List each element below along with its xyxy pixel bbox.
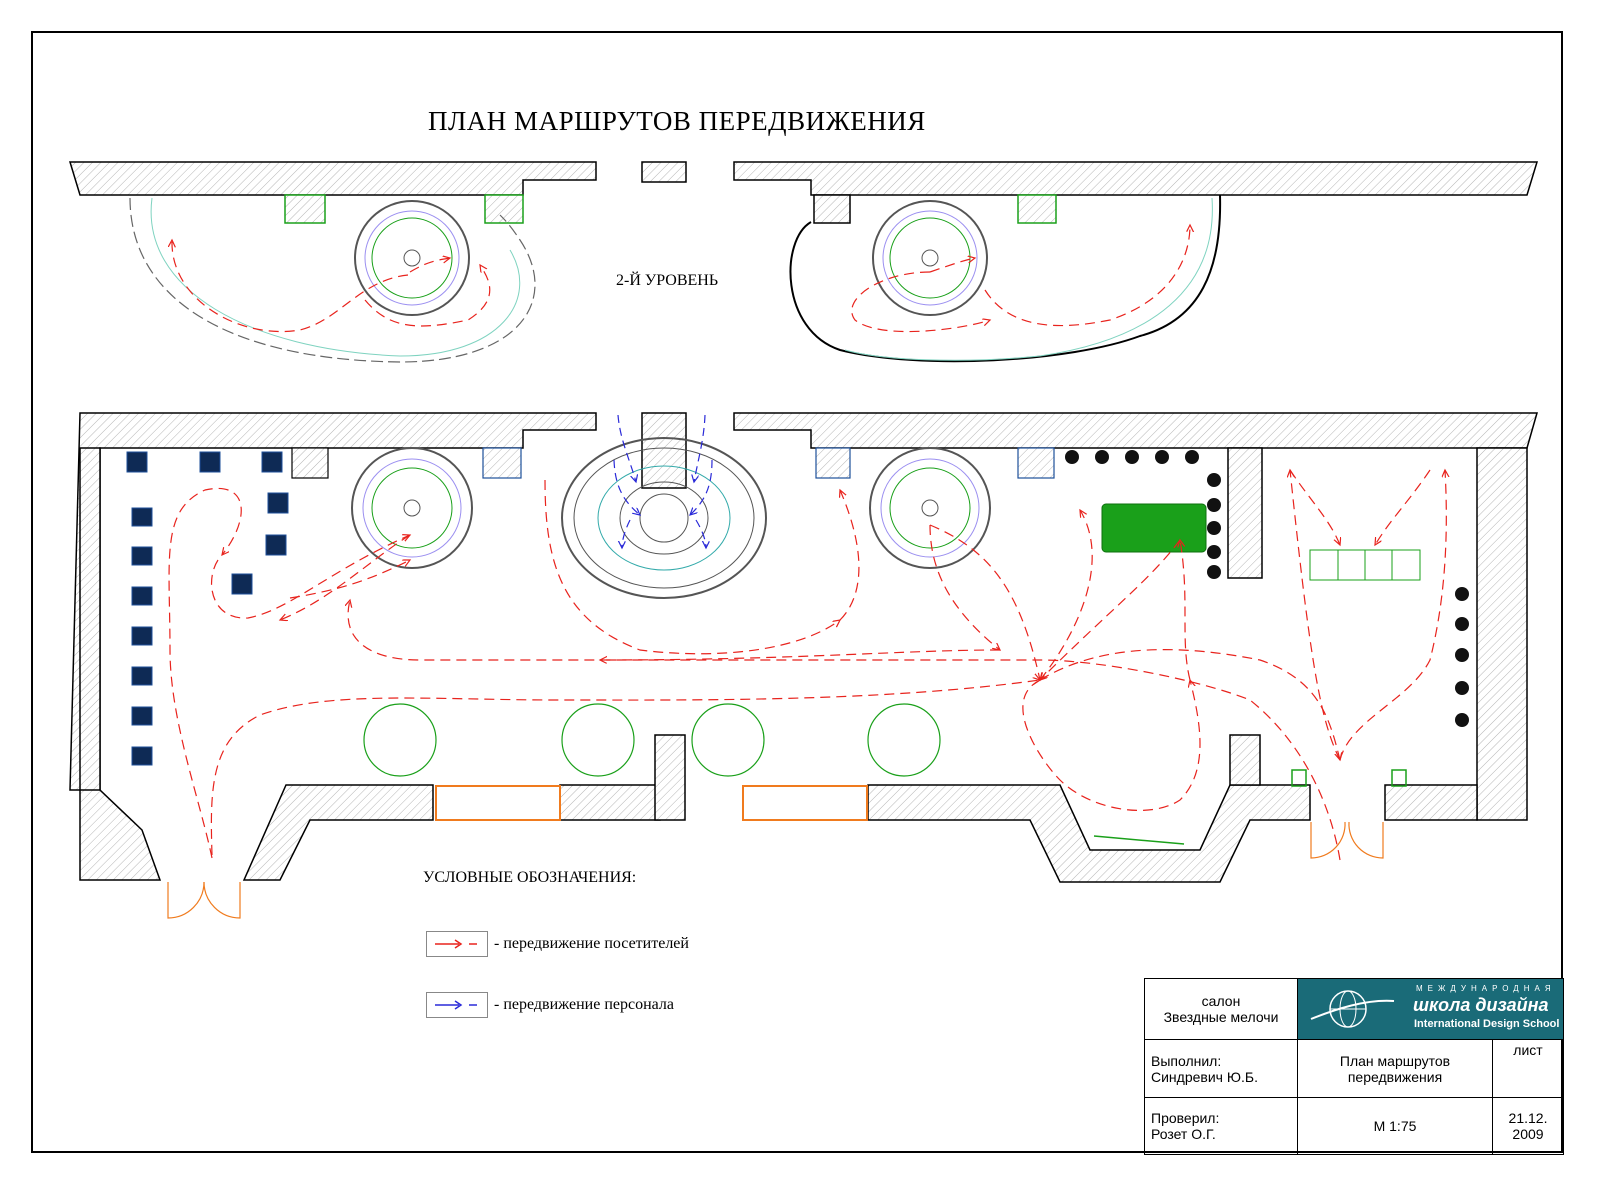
- made-by-cell: Выполнил: Синдревич Ю.Б.: [1144, 1039, 1298, 1098]
- salon-line-2: Звездные мелочи: [1163, 1009, 1279, 1025]
- salon-cell: салон Звездные мелочи: [1144, 978, 1298, 1040]
- upper-left-mezzanine-outline: [129, 197, 536, 363]
- logo-english-text: International Design School: [1414, 1018, 1560, 1030]
- second-level-label: 2-Й УРОВЕНЬ: [616, 272, 719, 289]
- counter-desk: [1101, 503, 1207, 553]
- sheet-title-2: передвижения: [1347, 1068, 1443, 1085]
- legend-item-visitors: - передвижение посетителей: [426, 930, 689, 958]
- scale-cell: М 1:75: [1297, 1097, 1493, 1155]
- sheet-number-cell: лист: [1492, 1039, 1564, 1098]
- legend-label-staff: - передвижение персонала: [494, 996, 674, 1013]
- checked-by-label: Проверил:: [1151, 1110, 1220, 1126]
- main-staircase-left: [351, 447, 473, 569]
- visitor-route-swatch: [426, 931, 488, 957]
- fitting-booths: [1309, 549, 1421, 581]
- upper-level-walls: [68, 161, 1539, 224]
- sheet-title-cell: План маршрутов передвижения: [1297, 1039, 1493, 1098]
- staff-route-swatch: [426, 992, 488, 1018]
- made-by-name: Синдревич Ю.Б.: [1151, 1068, 1258, 1085]
- entrance-windows: [435, 785, 868, 821]
- date-cell: 21.12. 2009: [1492, 1097, 1564, 1155]
- display-stands-left: [126, 451, 289, 766]
- globe-icon: [1310, 990, 1395, 1028]
- title-block: салон Звездные мелочи МЕЖДУНАРОДНАЯ школ…: [1144, 978, 1564, 1155]
- made-by-label: Выполнил:: [1151, 1052, 1222, 1069]
- staff-routes: [613, 414, 713, 548]
- legend-item-staff: - передвижение персонала: [426, 991, 674, 1019]
- date-line-1: 21.12.: [1508, 1110, 1548, 1126]
- logo-main-text: школа дизайна: [1413, 995, 1549, 1015]
- plan-title: ПЛАН МАРШРУТОВ ПЕРЕДВИЖЕНИЯ: [428, 106, 926, 136]
- sheet-title-1: План маршрутов: [1339, 1052, 1451, 1069]
- visitor-routes-main: [168, 470, 1446, 861]
- legend-title: УСЛОВНЫЕ ОБОЗНАЧЕНИЯ:: [423, 869, 637, 886]
- entrance-doors: [167, 821, 1384, 919]
- scale-value: М 1:75: [1373, 1118, 1417, 1134]
- drawing-frame: [31, 31, 1563, 1153]
- checked-by-cell: Проверил: Розет О.Г.: [1144, 1097, 1298, 1155]
- upper-staircase-left: [354, 200, 470, 316]
- restroom-icons: [1093, 769, 1407, 845]
- upper-visitor-routes: [172, 225, 1190, 333]
- central-round-podium: [561, 437, 767, 599]
- school-logo: МЕЖДУНАРОДНАЯ школа дизайна Internationa…: [1297, 978, 1564, 1040]
- date-line-2: 2009: [1512, 1126, 1544, 1142]
- salon-line-1: салон: [1201, 993, 1241, 1009]
- sheet-label: лист: [1513, 1042, 1543, 1058]
- legend-label-visitors: - передвижение посетителей: [494, 935, 689, 952]
- upper-right-mezzanine-outline: [789, 194, 1222, 363]
- main-level-walls: [69, 412, 1538, 883]
- checked-by-name: Розет О.Г.: [1151, 1126, 1216, 1142]
- round-tables: [363, 703, 941, 777]
- visitor-routes-center: [289, 560, 1001, 660]
- logo-top-text: МЕЖДУНАРОДНАЯ: [1416, 984, 1556, 993]
- main-staircase-right: [869, 447, 991, 569]
- mannequins: [1065, 450, 1469, 727]
- main-wall-niches: [291, 447, 1055, 479]
- upper-staircase-right: [872, 200, 988, 316]
